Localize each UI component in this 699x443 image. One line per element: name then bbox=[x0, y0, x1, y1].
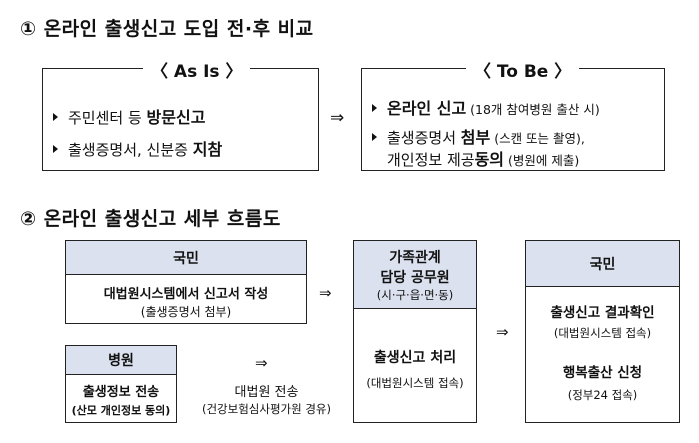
flow-citizen-line1: 대법원시스템에서 신고서 작성 bbox=[103, 287, 269, 302]
flow-official-header1: 가족관계 bbox=[389, 249, 441, 266]
flow-result-line4: (정부24 접속) bbox=[567, 388, 638, 402]
flow-hospital-line2: (산모 개인정보 동의) bbox=[71, 404, 171, 417]
flow-hospital-box: 병원 출생정보 전송 (산모 개인정보 동의) bbox=[65, 345, 177, 423]
tobe-box: 온라인 신고 (18개 참여병원 출산 시) 출생증명서 첨부 (스캔 또는 촬… bbox=[361, 68, 665, 171]
tobe-item-attach: 출생증명서 첨부 (스캔 또는 촬영), bbox=[372, 124, 585, 148]
flow-transfer-line1: 대법원 전송 bbox=[234, 385, 299, 400]
flow-citizen-line2: (출생증명서 첨부) bbox=[140, 305, 232, 319]
flow-result-box: 국민 출생신고 결과확인 (대법원시스템 접속) 행복출산 신청 (정부24 접… bbox=[525, 240, 680, 423]
asis-box: 주민센터 등 방문신고 출생증명서, 신분증 지참 bbox=[42, 68, 319, 171]
flow-citizen-header: 국민 bbox=[66, 241, 306, 275]
flow-official-box: 가족관계 담당 공무원 (시·구·읍·면·동) 출생신고 처리 (대법원시스템 … bbox=[353, 240, 477, 423]
flow-hospital-header: 병원 bbox=[66, 346, 176, 375]
bullet-triangle-icon bbox=[372, 133, 377, 141]
flow-citizen-box: 국민 대법원시스템에서 신고서 작성 (출생증명서 첨부) bbox=[65, 240, 307, 324]
section2-title: ② 온라인 출생신고 세부 흐름도 bbox=[20, 208, 281, 230]
flow-official-header3: (시·구·읍·면·동) bbox=[376, 287, 454, 302]
flow-result-line2: (대법원시스템 접속) bbox=[553, 326, 652, 340]
flow-result-header: 국민 bbox=[526, 241, 679, 287]
flow-official-line2: (대법원시스템 접속) bbox=[366, 376, 464, 390]
flow-arrow1-icon: ⇒ bbox=[319, 284, 332, 302]
flow-official-line1: 출생신고 처리 bbox=[373, 350, 457, 366]
flow-transfer-line2: (건강보험심사평가원 경유) bbox=[201, 402, 331, 416]
bullet-triangle-icon bbox=[53, 113, 58, 121]
asis-header: 〈 As Is 〉 bbox=[143, 57, 251, 82]
flow-official-header2: 담당 공무원 bbox=[380, 269, 450, 286]
section1-title: ① 온라인 출생신고 도입 전·후 비교 bbox=[20, 18, 314, 40]
tobe-item-consent: 개인정보 제공동의 (병원에 제출) bbox=[387, 150, 580, 169]
asis-item-visit: 주민센터 등 방문신고 bbox=[53, 104, 205, 128]
bullet-triangle-icon bbox=[372, 104, 377, 112]
flow-hospital-line1: 출생정보 전송 bbox=[82, 385, 160, 400]
flow-result-line3: 행복출산 신청 bbox=[562, 365, 643, 381]
flow-result-line1: 출생신고 결과확인 bbox=[550, 305, 655, 321]
tobe-header: 〈 To Be 〉 bbox=[466, 57, 580, 82]
compare-arrow-icon: ⇒ bbox=[330, 108, 345, 128]
tobe-item-online: 온라인 신고 (18개 참여병원 출산 시) bbox=[372, 95, 600, 119]
flow-arrow3-icon: ⇒ bbox=[496, 323, 509, 341]
flow-official-header: 가족관계 담당 공무원 (시·구·읍·면·동) bbox=[354, 241, 476, 309]
flow-arrow2-icon: ⇒ bbox=[255, 354, 268, 372]
bullet-triangle-icon bbox=[53, 145, 58, 153]
asis-item-documents: 출생증명서, 신분증 지참 bbox=[53, 136, 222, 160]
